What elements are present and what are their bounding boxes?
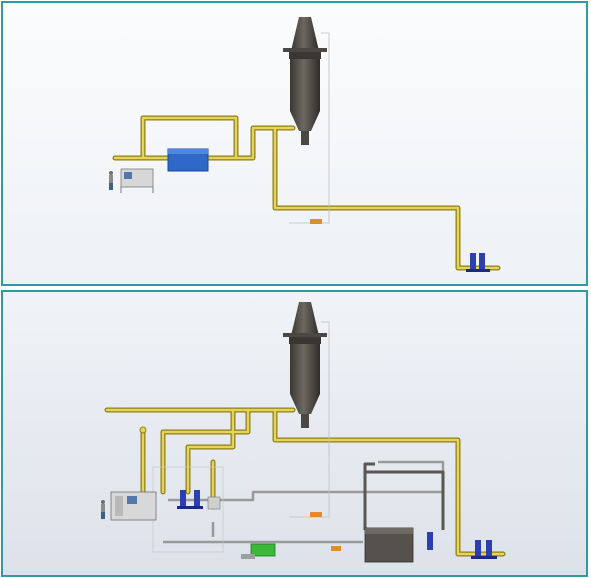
valve-icon: [310, 512, 322, 517]
process-diagram-extended: [101, 302, 506, 563]
signal-line: [289, 32, 330, 224]
valve-icon: [331, 546, 341, 551]
blower-icon: [167, 148, 209, 172]
process-vessel-icon: [283, 17, 327, 145]
process-vessel-icon: [283, 302, 327, 428]
signal-line: [289, 321, 330, 518]
pump-icon: [427, 532, 497, 559]
pipe-network-grey: [163, 460, 445, 544]
operator-figure-icon: [101, 500, 105, 519]
sensor-icon: [139, 426, 147, 434]
filter-unit-icon: [207, 496, 221, 510]
valve-icon: [310, 219, 322, 224]
operator-figure-icon: [109, 171, 113, 190]
control-cabinet-icon: [120, 168, 154, 193]
diagram-panel-extended: [1, 290, 588, 577]
pipe-network-dark: [363, 462, 445, 530]
pump-icon: [466, 253, 490, 272]
pump-icon: [241, 543, 276, 559]
control-cabinet-icon: [110, 491, 157, 521]
process-diagram-simple: [109, 17, 501, 272]
storage-tank-icon: [364, 527, 414, 563]
pump-icon: [177, 490, 203, 509]
diagram-panel-simple: [1, 1, 588, 286]
